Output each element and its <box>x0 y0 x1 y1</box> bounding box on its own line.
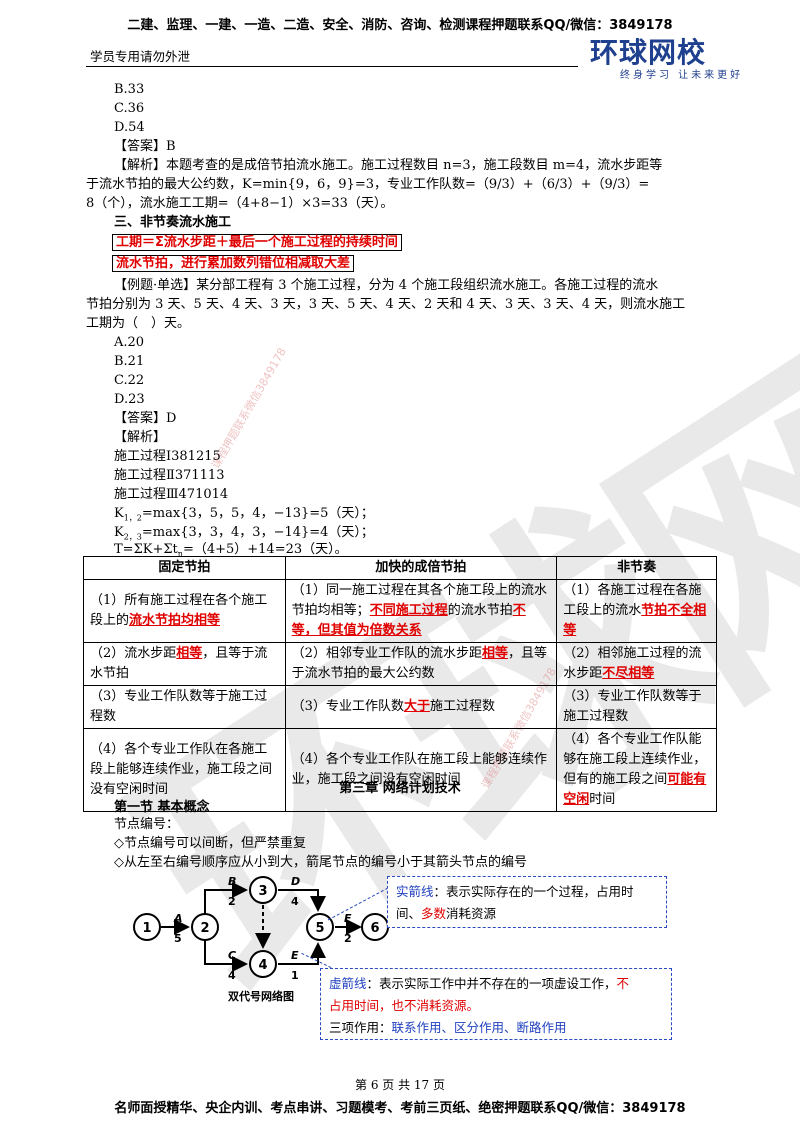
term-solid-arrow: 实箭线 <box>396 884 434 899</box>
table-row: （4）各个专业工作队在各施工段上能够连续作业，施工段之间没有空闲时间 （4）各个… <box>83 728 717 812</box>
svg-text:2: 2 <box>200 921 209 936</box>
activity-duration: 1 <box>291 969 299 982</box>
activity-label: B <box>228 875 236 888</box>
node-label: 节点编号： <box>114 817 180 832</box>
table-row: （3）专业工作队数等于施工过程数 （3）专业工作队数大于施工过程数 （3）专业工… <box>83 685 717 729</box>
arrow-d <box>278 889 326 912</box>
section-title: 三、非节奏流水施工 <box>114 215 232 230</box>
svg-text:1: 1 <box>142 921 151 936</box>
table-header-row: 固定节拍 加快的成倍节拍 非节奏 <box>83 556 717 580</box>
activity-duration: 2 <box>344 932 352 945</box>
table-row: （1）所有施工过程在各个施工段上的流水节拍均相等 （1）同一施工过程在其各个施工… <box>83 579 717 643</box>
option-c: C.36 <box>114 101 145 116</box>
header-ad: 二建、监理、一建、一造、二造、安全、消防、咨询、检测课程押题联系QQ/微信：38… <box>127 18 673 33</box>
table-cell: （2）相邻专业工作队的流水步距相等，且等于流水节拍的最大公约数 <box>284 642 558 686</box>
node-1: 1 <box>133 913 161 941</box>
table-cell: （2）流水步距相等，且等于流水节拍 <box>83 642 286 686</box>
numbering-rule: ◇从左至右编号顺序应从小到大，箭尾节点的编号小于其箭头节点的编号 <box>114 855 527 870</box>
option-c: C.22 <box>114 373 145 388</box>
node-5: 5 <box>306 913 334 941</box>
svg-text:6: 6 <box>370 921 379 936</box>
activity-label: E <box>291 949 299 962</box>
process-row: 施工过程Ⅰ381215 <box>114 449 221 464</box>
comparison-table: 固定节拍 加快的成倍节拍 非节奏 （1）所有施工过程在各个施工段上的流水节拍均相… <box>83 556 717 812</box>
network-diagram: 1 2 3 4 5 6 A 5 B 2 C 4 D 4 E 1 F 2 双代号网… <box>133 875 389 1003</box>
activity-label: C <box>228 949 236 962</box>
section-title: 第一节 基本概念 <box>114 800 210 815</box>
activity-duration: 5 <box>174 932 182 945</box>
chapter-title: 第三章 网络计划技术 <box>339 781 461 796</box>
callout-dummy-arrow: 虚箭线：表示实际工作中并不存在的一项虚设工作，不 占用时间，也不消耗资源。 三项… <box>320 968 672 1040</box>
table-row: （2）流水步距相等，且等于流水节拍 （2）相邻专业工作队的流水步距相等，且等于流… <box>83 642 717 686</box>
duration-formula: T=ΣK+Σtn=（4+5）+14=23（天）。 <box>114 542 348 559</box>
svg-text:4: 4 <box>258 958 267 973</box>
analysis-line: 于流水节拍的最大公约数，K=min{9，6，9}=3，专业工作队数=（9/3）+… <box>86 177 650 192</box>
table-cell: （3）专业工作队数等于施工过程数 <box>556 685 717 729</box>
callout-connectors <box>300 887 389 971</box>
activity-duration: 4 <box>228 969 236 982</box>
activity-label: F <box>344 912 352 925</box>
answer: 【答案】D <box>114 411 177 426</box>
analysis-label: 【解析】 <box>114 430 167 445</box>
answer: 【答案】B <box>114 139 176 154</box>
svg-text:5: 5 <box>315 921 324 936</box>
table-header: 加快的成倍节拍 <box>284 556 558 580</box>
diagram-caption: 双代号网络图 <box>228 989 294 1003</box>
activity-duration: 4 <box>291 895 299 908</box>
question-stem: 节拍分别为 3 天、5 天、4 天、3 天，3 天、5 天、4 天、2 天和 4… <box>86 297 686 312</box>
header-divider <box>86 66 578 67</box>
process-row: 施工过程Ⅱ371113 <box>114 468 225 483</box>
table-cell: （3）专业工作队数等于施工过程数 <box>83 685 286 729</box>
page-number: 第 6 页 共 17 页 <box>355 1078 445 1092</box>
table-cell: （4）各个专业工作队在各施工段上能够连续作业，施工段之间没有空闲时间 <box>83 728 286 812</box>
footer-ad: 名师面授精华、央企内训、考点串讲、习题模考、考前三页纸、绝密押题联系QQ/微信：… <box>114 1101 686 1116</box>
header-note: 学员专用请勿外泄 <box>90 49 191 64</box>
table-cell: （2）相邻施工过程的流水步距不尽相等 <box>556 642 717 686</box>
process-row: 施工过程Ⅲ471014 <box>114 487 229 502</box>
table-cell: （4）各个专业工作队能够在施工段上连续作业，但有的施工段之间可能有空闲时间 <box>556 728 717 812</box>
formula-duration: 工期＝Σ流水步距＋最后一个施工过程的持续时间 <box>112 234 402 251</box>
question-stem: 工期为（ ）天。 <box>86 316 191 331</box>
arrow-e <box>278 942 326 965</box>
table-cell: （1）所有施工过程在各个施工段上的流水节拍均相等 <box>83 579 286 643</box>
table-cell: （1）各施工过程在各施工段上的流水节拍不全相等 <box>556 579 717 643</box>
analysis-line: 8（个），流水施工工期=（4+8−1）×3=33（天）。 <box>86 196 394 211</box>
logo: 环球网校 <box>590 36 707 69</box>
node-2: 2 <box>191 913 219 941</box>
table-header: 非节奏 <box>556 556 717 580</box>
activity-duration: 2 <box>228 895 236 908</box>
node-4: 4 <box>249 950 277 978</box>
option-b: B.21 <box>114 354 145 369</box>
svg-text:3: 3 <box>258 884 267 899</box>
callout-solid-arrow: 实箭线：表示实际存在的一个过程，占用时 间、多数消耗资源 <box>387 876 667 928</box>
option-b: B.33 <box>114 82 145 97</box>
table-cell: （3）专业工作队数大于施工过程数 <box>284 685 558 729</box>
numbering-rule: ◇节点编号可以间断，但严禁重复 <box>114 836 306 851</box>
step-k12: K1，2=max{3，5，5，4，−13}=5（天）； <box>114 506 374 523</box>
term-dummy-arrow: 虚箭线 <box>329 976 367 991</box>
logo-slogan: 终身学习 让未来更好 <box>620 70 744 81</box>
formula-step: 流水节拍，进行累加数列错位相减取大差 <box>112 255 355 272</box>
analysis-line: 【解析】本题考查的是成倍节拍流水施工。施工过程数目 n=3，施工段数目 m=4，… <box>114 158 663 173</box>
table-cell: （4）各个专业工作队在施工段上能够连续作业，施工段之间没有空闲时间 <box>284 728 558 812</box>
question-stem: 【例题·单选】某分部工程有 3 个施工过程，分为 4 个施工段组织流水施工。各施… <box>114 278 659 293</box>
option-d: D.54 <box>114 120 145 135</box>
activity-label: D <box>291 875 300 888</box>
activity-label: A <box>173 912 183 925</box>
option-a: A.20 <box>114 335 145 350</box>
step-k23: K2，3=max{3，3，4，3，−14}=4（天）； <box>114 525 374 542</box>
option-d: D.23 <box>114 392 145 407</box>
node-3: 3 <box>249 876 277 904</box>
table-header: 固定节拍 <box>83 556 286 580</box>
table-cell: （1）同一施工过程在其各个施工段上的流水节拍均相等；不同施工过程的流水节拍不等，… <box>284 579 558 643</box>
